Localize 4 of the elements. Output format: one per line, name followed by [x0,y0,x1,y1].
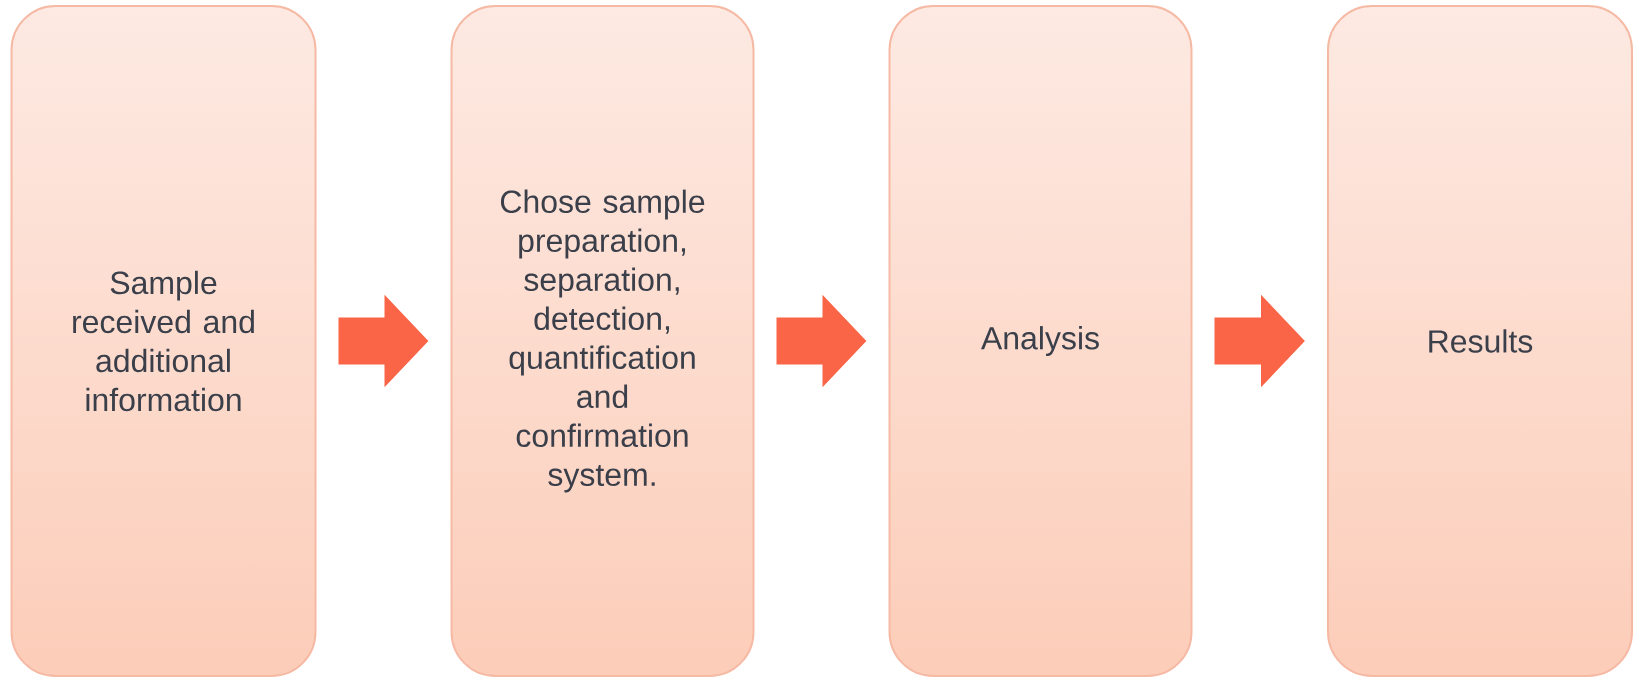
process-box: Chose sample preparation, separation, detection, quantification and confirmation system. [450,5,755,677]
process-box: Analysis [888,5,1193,677]
process-box: Sample received and additional information [10,5,317,677]
process-box: Results [1327,5,1633,677]
